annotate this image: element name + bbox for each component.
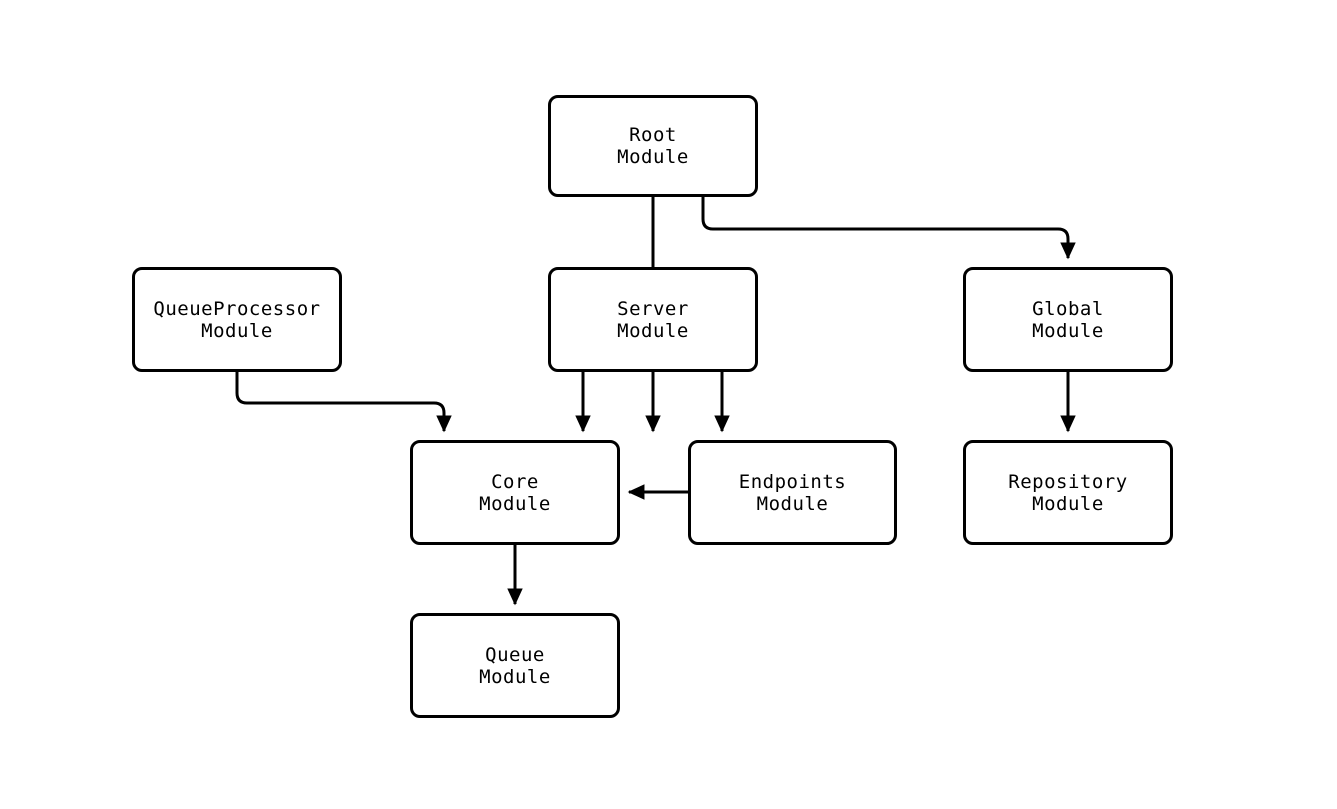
node-server-module[interactable]: Server Module bbox=[548, 267, 758, 372]
node-endpoints-module-label: Endpoints Module bbox=[738, 470, 847, 515]
edge-root-to-global bbox=[701, 197, 1076, 260]
node-repository-module-label: Repository Module bbox=[1008, 470, 1128, 515]
node-core-module-label: Core Module bbox=[479, 470, 551, 515]
node-core-module[interactable]: Core Module bbox=[410, 440, 620, 545]
node-endpoints-module[interactable]: Endpoints Module bbox=[688, 440, 897, 545]
node-server-module-label: Server Module bbox=[617, 297, 689, 342]
node-root-module[interactable]: Root Module bbox=[548, 95, 758, 197]
node-global-module-label: Global Module bbox=[1032, 297, 1104, 342]
node-root-module-label: Root Module bbox=[617, 124, 689, 168]
node-queueprocessor-module[interactable]: QueueProcessor Module bbox=[132, 267, 342, 372]
node-queue-module[interactable]: Queue Module bbox=[410, 613, 620, 718]
edge-queueprocessor-to-core bbox=[235, 372, 452, 433]
node-repository-module[interactable]: Repository Module bbox=[963, 440, 1173, 545]
node-queueprocessor-module-label: QueueProcessor Module bbox=[153, 297, 321, 342]
node-queue-module-label: Queue Module bbox=[479, 643, 551, 688]
node-global-module[interactable]: Global Module bbox=[963, 267, 1173, 372]
